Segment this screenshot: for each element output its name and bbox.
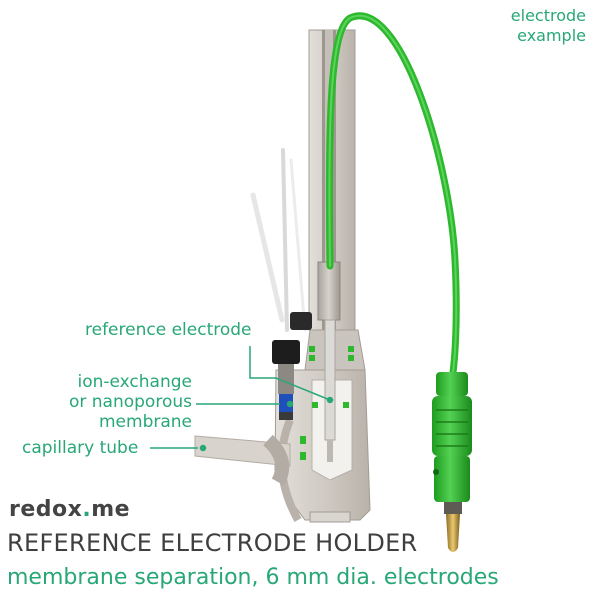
brand-logo-right: me bbox=[91, 497, 131, 522]
label-reference-electrode: reference electrode bbox=[85, 320, 252, 340]
page-title: REFERENCE ELECTRODE HOLDER bbox=[7, 529, 418, 557]
leader-reference-electrode bbox=[249, 346, 276, 379]
glass-capillaries bbox=[250, 148, 307, 332]
label-membrane-line-3: membrane bbox=[98, 412, 192, 432]
leader-lines bbox=[150, 346, 334, 452]
page-subtitle: membrane separation, 6 mm dia. electrode… bbox=[7, 565, 499, 590]
brand-logo: redox.me bbox=[9, 497, 130, 522]
brand-logo-left: redox bbox=[9, 497, 83, 522]
label-electrode-example: electrode example bbox=[511, 6, 586, 46]
label-membrane: ion-exchange or nanoporous membrane bbox=[56, 372, 192, 432]
brand-logo-mid: . bbox=[82, 497, 92, 522]
label-electrode-example-line-1: electrode bbox=[510, 6, 586, 25]
label-electrode-example-line-2: example bbox=[517, 26, 586, 45]
reference-fitting bbox=[272, 312, 312, 420]
banana-plug bbox=[432, 372, 472, 552]
leader-reference-electrode-tip bbox=[275, 377, 331, 401]
electrode-cable bbox=[325, 12, 460, 384]
label-membrane-line-1: ion-exchange bbox=[77, 372, 192, 392]
label-membrane-line-2: or nanoporous bbox=[68, 392, 192, 412]
capillary-tube bbox=[194, 434, 291, 486]
label-capillary-tube: capillary tube bbox=[22, 438, 139, 458]
